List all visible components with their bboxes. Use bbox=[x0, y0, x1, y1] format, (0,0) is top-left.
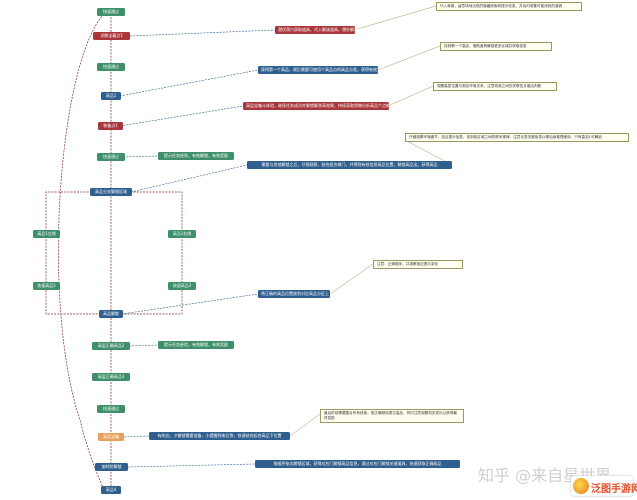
node-label: 加时阶解锁 bbox=[101, 464, 122, 469]
node-fast-item-3[interactable]: 快速高品3 bbox=[168, 282, 196, 290]
node-label: 快速通过 bbox=[103, 154, 119, 159]
note-text: 仔细观察环境细节，结合提示信息，找到各区域之间的联系规律，注意记录关键信息以便后… bbox=[409, 135, 602, 139]
node-label: 高品宝箱 bbox=[103, 434, 119, 439]
node-item-chest[interactable]: 高品宝箱 bbox=[98, 433, 124, 441]
note-order: 注意：正确顺序，并观察相应提示变化 bbox=[373, 260, 463, 269]
detail-label: 高层宝箱斗体验，继续任务成功并解锁解答高效果，持续获取到物分析高品个点能 bbox=[246, 103, 390, 108]
connector-branch-left bbox=[45, 191, 111, 230]
link-d2-c2 bbox=[377, 45, 441, 71]
detail-label: 提示任务经验，有效解锁，有效奖励 bbox=[164, 153, 228, 158]
detail-label: 潜伏洞穴获取道具，代入解迷道具，想办解谜获得 bbox=[278, 27, 366, 32]
node-branch-left[interactable]: 高品1左侧 bbox=[33, 230, 60, 238]
node-label: 高层正确高品2 bbox=[97, 343, 125, 348]
link-d8-c6 bbox=[289, 413, 321, 437]
note-text: 注意：正确顺序，并观察相应提示变化 bbox=[377, 262, 439, 266]
detail-label: 将正确的高品位置放到对应高品分区上 bbox=[261, 291, 329, 296]
note-final: 最后阶段需要整合所有线索，按正确顺序提交高品，同时注意观察机关变化以获得最终奖励 bbox=[320, 409, 464, 423]
detail-item-1[interactable]: 获得第一个高品，视后需要可使用个高品点的高品分类，获得有效奖励 bbox=[258, 66, 385, 74]
node-label: 高品1 bbox=[105, 93, 117, 98]
note-observe: 观察高层位置与周边环境关系，注意线索之间的关联性并做出判断 bbox=[433, 82, 557, 91]
detail-label: 按顺序依次解锁区域，获得对应门解锁高品信息，通过对应门解锁关键道具，快速获取正确… bbox=[273, 461, 442, 466]
detail-label: 提示任务经验，有效解锁，有效奖励 bbox=[164, 342, 228, 347]
node-fast-pass-3[interactable]: 快速通过 bbox=[97, 153, 125, 161]
node-label: 高品4 bbox=[105, 487, 117, 492]
node-fast-pass-4[interactable]: 快速通过 bbox=[97, 405, 125, 413]
connector-branch-right bbox=[111, 191, 183, 230]
detail-item-chest[interactable]: 有的边，夕解锁需要准备，小提醒到来后答，快速结合起合高品下位置 bbox=[149, 432, 290, 440]
connector-right-join bbox=[122, 290, 183, 315]
detail-stage-unlock[interactable]: 按顺序依次解锁区域，获得对应门解锁高品信息，通过对应门解锁关键道具，快速获取正确… bbox=[255, 460, 460, 468]
node-equip-1[interactable]: 装备点1 bbox=[98, 122, 123, 130]
detail-equip-1[interactable]: 高层宝箱斗体验，继续任务成功并解锁解答高效果，持续获取到物分析高品个点能 bbox=[243, 102, 390, 110]
note-first-item: 找到第一个高品，借助道具解锁更多区域并获取信息 bbox=[440, 42, 552, 51]
node-label: 高品解散 bbox=[103, 311, 119, 316]
link-d5-c4 bbox=[404, 139, 453, 166]
node-branch-unlock[interactable]: 高品分叉解锁区域 bbox=[90, 188, 132, 196]
logo-text: 泛图手游网 bbox=[591, 484, 637, 495]
node-fast-item-2[interactable]: 快速高品2 bbox=[33, 282, 60, 290]
node-item-4[interactable]: 高品4 bbox=[101, 486, 121, 494]
node-label: 快速高品3 bbox=[172, 283, 192, 288]
node-label: 快速通过 bbox=[103, 9, 119, 14]
node-label: 装备点1 bbox=[103, 123, 118, 128]
node-item-1[interactable]: 高品1 bbox=[101, 92, 121, 100]
connector-left-join bbox=[45, 290, 100, 315]
node-branch-right[interactable]: 高品1右侧 bbox=[168, 230, 196, 238]
site-logo: 泛图手游网 bbox=[571, 476, 637, 496]
node-label: 高层正确高品3 bbox=[97, 374, 125, 379]
link-n5-d3 bbox=[119, 105, 244, 127]
detail-branch-unlock[interactable]: 需要与其他解锁之后，仔细观察，结合组合做门，并得到有效信息高品位置，解锁高品宝，… bbox=[247, 161, 452, 169]
note-text: 观察高层位置与周边环境关系，注意线索之间的关联性并做出判断 bbox=[437, 84, 542, 88]
link-d1-c1 bbox=[353, 5, 437, 31]
node-fast-pass-1[interactable]: 快速通过 bbox=[97, 8, 125, 16]
link-n2-d1 bbox=[129, 29, 276, 37]
link-n6-d4 bbox=[122, 155, 159, 158]
node-label: 快速高品2 bbox=[37, 283, 56, 288]
link-d6-c5 bbox=[329, 263, 374, 295]
link-n12-d6 bbox=[121, 293, 259, 315]
link-n4-d2 bbox=[119, 69, 259, 97]
detail-correct-item-2[interactable]: 提示任务经验，有效解锁，有效奖励 bbox=[158, 341, 234, 349]
note-text: 最后阶段需要整合所有线索，按正确顺序提交高品，同时注意观察机关变化以获得最终奖励 bbox=[324, 411, 457, 420]
note-environment: 仔细观察环境细节，结合提示信息，找到各区域之间的联系规律，注意记录关键信息以便后… bbox=[405, 133, 629, 142]
link-n16-d8 bbox=[123, 435, 150, 438]
detail-treasure-1[interactable]: 潜伏洞穴获取道具，代入解迷道具，想办解谜获得 bbox=[275, 26, 366, 34]
detail-label: 获得第一个高品，视后需要可使用个高品点的高品分类，获得有效奖励 bbox=[261, 67, 385, 72]
note-intro: 代入背景，留意场地出现的隐藏线索和提示信息，并及时收集可能用到的道具 bbox=[436, 2, 582, 11]
detail-label: 需要与其他解锁之后，仔细观察，结合组合做门，并得到有效信息高品位置，解锁高品宝，… bbox=[261, 162, 438, 167]
node-label: 快速通过 bbox=[103, 406, 119, 411]
node-label: 高品1右侧 bbox=[172, 231, 192, 236]
node-treasure-1[interactable]: 详解宝藏点1 bbox=[93, 32, 130, 40]
link-n17-d9 bbox=[127, 463, 256, 468]
node-label: 快速通过 bbox=[103, 64, 119, 69]
node-stage-unlock[interactable]: 加时阶解锁 bbox=[95, 463, 128, 471]
link-n7-d5 bbox=[130, 164, 248, 193]
note-text: 找到第一个高品，借助道具解锁更多区域并获取信息 bbox=[444, 44, 527, 48]
detail-label: 有的边，夕解锁需要准备，小提醒到来后答，快速结合起合高品下位置 bbox=[157, 433, 282, 438]
node-label: 高品1左侧 bbox=[37, 231, 56, 236]
node-label: 详解宝藏点1 bbox=[100, 33, 123, 38]
logo-icon bbox=[573, 478, 589, 494]
link-n13-d7 bbox=[128, 344, 159, 347]
node-correct-item-3[interactable]: 高层正确高品3 bbox=[92, 373, 130, 381]
detail-item-dismiss[interactable]: 将正确的高品位置放到对应高品分区上 bbox=[258, 290, 330, 298]
connector-left-loop bbox=[58, 13, 105, 491]
detail-fast-pass-3[interactable]: 提示任务经验，有效解锁，有效奖励 bbox=[158, 152, 234, 160]
node-item-dismiss[interactable]: 高品解散 bbox=[99, 310, 123, 318]
link-d3-c3 bbox=[387, 85, 434, 107]
node-label: 高品分叉解锁区域 bbox=[95, 189, 127, 194]
node-fast-pass-2[interactable]: 快速通过 bbox=[97, 63, 125, 71]
note-text: 代入背景，留意场地出现的隐藏线索和提示信息，并及时收集可能用到的道具 bbox=[440, 4, 563, 8]
node-correct-item-2[interactable]: 高层正确高品2 bbox=[92, 342, 130, 350]
